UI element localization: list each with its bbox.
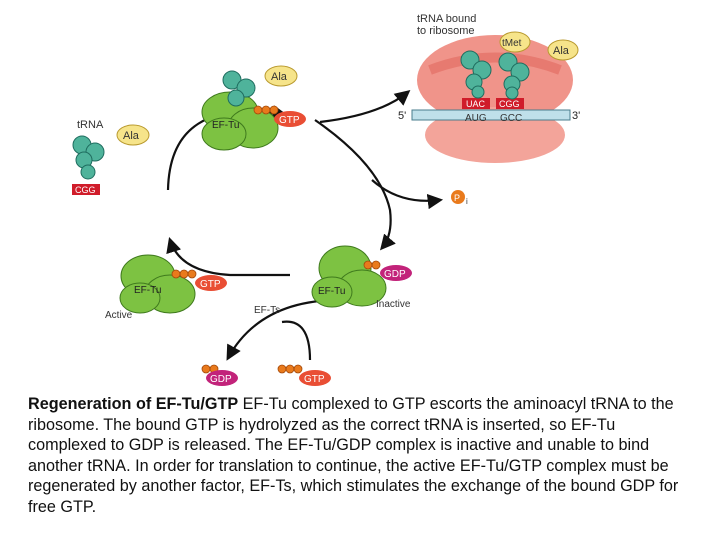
arrow-gtp-binding xyxy=(281,320,312,361)
gtp-label-top: GTP xyxy=(279,115,300,126)
caption-title: Regeneration of EF-Tu/GTP xyxy=(28,395,239,413)
arrow-to-ribosome xyxy=(319,90,411,124)
ef-tu-cycle-diagram: 5' 3' AUG GCC UAC CGG tMet Ala tRNA boun… xyxy=(72,13,580,386)
gdp-bubble-free xyxy=(206,370,238,386)
gtp-bubble-top xyxy=(274,111,306,127)
five-prime-label: 5' xyxy=(398,110,406,122)
gtp-label-active: GTP xyxy=(200,279,221,290)
ala-label-complex: Ala xyxy=(271,71,288,83)
anticodon-cgg-ribosome-label: CGG xyxy=(499,99,520,109)
gdp-phosphates-inactive xyxy=(363,260,381,270)
free-gdp: GDP xyxy=(201,364,238,386)
ef-ts-label: EF-Ts xyxy=(254,305,280,316)
ef-tu-gtp-trna-complex: Ala EF-Tu GTP xyxy=(201,65,306,151)
mrna-strand xyxy=(411,109,571,121)
gtp-bubble-active xyxy=(195,275,227,291)
ala-bubble-free xyxy=(116,124,150,146)
ala-bubble-ribosome xyxy=(547,39,579,61)
ala-bubble-complex xyxy=(264,65,298,87)
gtp-phosphates-active xyxy=(171,269,197,279)
figure-caption: Regeneration of EF-Tu/GTP EF-Tu complexe… xyxy=(28,394,688,518)
inactive-label: Inactive xyxy=(376,299,411,310)
anticodon-uac-label: UAC xyxy=(466,99,486,109)
ala-label-free: Ala xyxy=(123,130,140,142)
ef-tu-label-inactive: EF-Tu xyxy=(318,286,345,297)
codon-aug: AUG xyxy=(465,113,487,124)
arc-left-arrow xyxy=(166,237,290,277)
codon-gcc: GCC xyxy=(500,113,522,124)
phosphate-circle xyxy=(451,190,465,204)
to-ribosome-label: to ribosome xyxy=(417,25,474,37)
gtp-bubble-free xyxy=(299,370,331,386)
trna-label: tRNA xyxy=(77,119,104,131)
free-gtp: GTP xyxy=(277,364,331,386)
ribosome: 5' 3' AUG GCC UAC CGG tMet Ala xyxy=(398,31,580,163)
caption-body: EF-Tu complexed to GTP escorts the amino… xyxy=(28,395,679,516)
three-prime-label: 3' xyxy=(572,110,580,122)
gtp-label-free: GTP xyxy=(304,374,325,385)
pi-label: P xyxy=(454,193,460,203)
ribosome-small-subunit xyxy=(425,107,565,163)
anticodon-cgg-free-label: CGG xyxy=(75,185,96,195)
gdp-bubble-inactive xyxy=(380,265,412,281)
gdp-label-free: GDP xyxy=(210,374,232,385)
anticodon-cgg-ribosome xyxy=(496,98,524,109)
anticodon-cgg-free xyxy=(72,184,100,195)
arrow-pi-release xyxy=(371,179,444,210)
arc-right-arrow xyxy=(314,119,396,251)
ala-label-ribosome: Ala xyxy=(553,45,570,57)
active-label: Active xyxy=(105,310,133,321)
gtp-phosphates-top xyxy=(253,105,279,115)
ef-tu-gdp-complex: EF-Tu GDP xyxy=(311,245,412,308)
arrow-gdp-release xyxy=(226,298,341,361)
trna-bound-label: tRNA bound xyxy=(417,13,476,25)
tmet-bubble xyxy=(499,31,531,53)
trna-in-ribosome-1 xyxy=(460,50,492,99)
ribosome-groove xyxy=(428,52,562,75)
tmet-label: tMet xyxy=(502,38,522,49)
ef-tu-label-active: EF-Tu xyxy=(134,285,161,296)
free-trna: CGG Ala xyxy=(72,124,150,195)
ef-tu-label-top: EF-Tu xyxy=(212,120,239,131)
ef-tu-gtp-active-complex: EF-Tu GTP xyxy=(119,254,227,314)
trna-in-ribosome-2 xyxy=(498,52,530,100)
pi-subscript: i xyxy=(466,197,468,206)
anticodon-uac xyxy=(462,98,490,109)
gdp-label-inactive: GDP xyxy=(384,269,406,280)
